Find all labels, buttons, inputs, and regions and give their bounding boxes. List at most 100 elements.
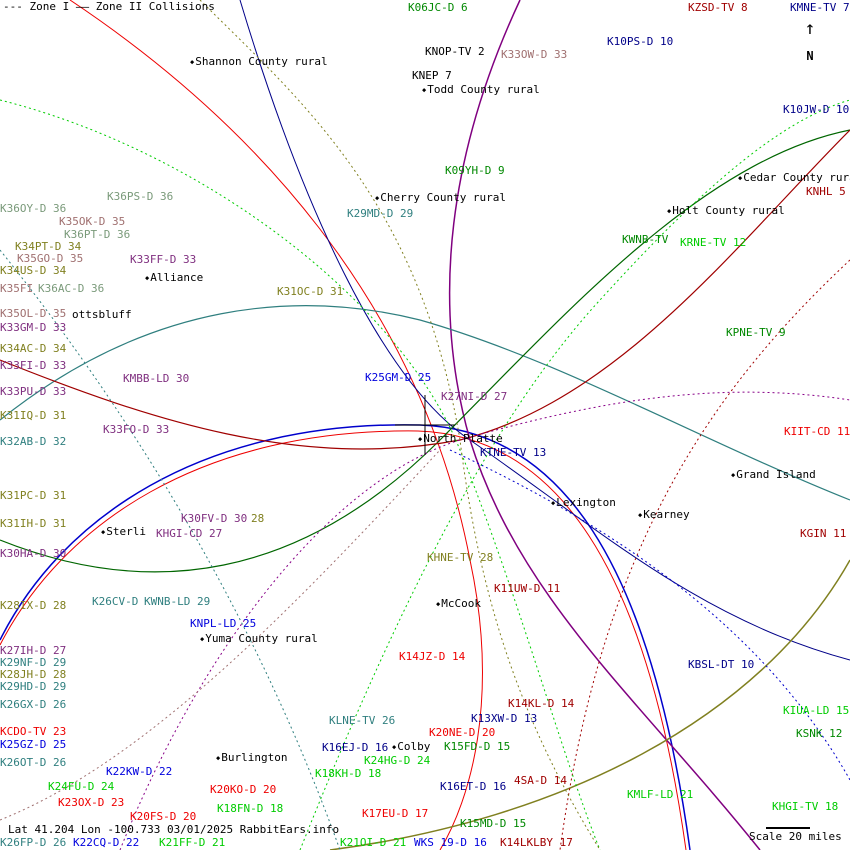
station-label[interactable]: K33GM-D 33 <box>0 321 67 334</box>
station-label[interactable]: KLNE-TV 26 <box>329 714 396 727</box>
station-label[interactable]: KWNB-LD 29 <box>144 595 211 608</box>
station-label[interactable]: KBSL-DT 10 <box>688 658 755 671</box>
city-label: Alliance <box>145 272 203 284</box>
station-label[interactable]: K20KO-D 20 <box>210 783 277 796</box>
station-label[interactable]: K15FD-D 15 <box>444 740 511 753</box>
station-label[interactable]: KSNK 12 <box>796 727 843 740</box>
station-label[interactable]: K10JW-D 10 <box>783 103 850 116</box>
station-label[interactable]: K06JC-D 6 <box>408 1 468 14</box>
station-label[interactable]: K31OC-D 31 <box>277 285 344 298</box>
city-label: Cedar County rural <box>738 172 850 184</box>
station-label[interactable]: KNPL-LD 25 <box>190 617 257 630</box>
station-label[interactable]: KZSD-TV 8 <box>688 1 748 14</box>
station-label[interactable]: K29HD-D 29 <box>0 680 67 693</box>
station-label[interactable]: K34PT-D 34 <box>15 240 82 253</box>
station-label[interactable]: K25GZ-D 25 <box>0 738 67 751</box>
station-label[interactable]: K11UW-D 11 <box>494 582 561 595</box>
station-label[interactable]: K15MD-D 15 <box>460 817 527 830</box>
station-label[interactable]: KMNE-TV 7 <box>790 1 850 14</box>
station-label[interactable]: K29MD-D 29 <box>347 207 414 220</box>
station-label[interactable]: K26GX-D 26 <box>0 698 67 711</box>
station-label[interactable]: KCDO-TV 23 <box>0 725 67 738</box>
station-label[interactable]: K25GM-D 25 <box>365 371 432 384</box>
station-label[interactable]: K10PS-D 10 <box>607 35 674 48</box>
station-label[interactable]: K26FP-D 26 <box>0 836 67 849</box>
station-label[interactable]: KIUA-LD 15 <box>783 704 850 717</box>
station-label[interactable]: K36OY-D 36 <box>0 202 67 215</box>
station-label[interactable]: K36AC-D 36 <box>38 282 105 295</box>
station-label[interactable]: KRNE-TV 12 <box>680 236 747 249</box>
station-label[interactable]: K28IX-D 28 <box>0 599 67 612</box>
station-label[interactable]: K17EU-D 17 <box>362 807 429 820</box>
station-label[interactable]: K24FU-D 24 <box>48 780 115 793</box>
station-label[interactable]: K30HA-D 30 <box>0 547 67 560</box>
station-label[interactable]: K31PC-D 31 <box>0 489 67 502</box>
station-label[interactable]: K26CV-D <box>92 595 139 608</box>
station-label[interactable]: K27IH-D 27 <box>0 644 67 657</box>
station-label[interactable]: K24HG-D 24 <box>364 754 431 767</box>
station-label[interactable]: KNEP 7 <box>412 69 452 82</box>
station-label[interactable]: K35OK-D 35 <box>59 215 126 228</box>
station-label[interactable]: KHNE-TV 28 <box>427 551 494 564</box>
station-label[interactable]: K29NF-D 29 <box>0 656 67 669</box>
station-label[interactable]: KMLF-LD 21 <box>627 788 694 801</box>
station-label[interactable]: K21OI-D 21 <box>340 836 407 849</box>
station-label[interactable]: KHGI-CD 27 <box>156 527 223 540</box>
station-label[interactable]: K31IH-D 31 <box>0 517 67 530</box>
station-label[interactable]: K30FV-D 30 <box>181 512 248 525</box>
station-label[interactable]: K16EJ-D 16 <box>322 741 389 754</box>
station-label[interactable]: K34AC-D 34 <box>0 342 67 355</box>
station-label[interactable]: K23OX-D 23 <box>58 796 125 809</box>
station-label[interactable]: K18KH-D 18 <box>315 767 382 780</box>
station-label[interactable]: KIIT-CD 11 <box>784 425 850 438</box>
station-label[interactable]: K14KL-D 14 <box>508 697 575 710</box>
station-label[interactable]: K18FN-D 18 <box>217 802 284 815</box>
contour-olive-dotted <box>199 0 601 850</box>
station-label[interactable]: K34US-D 34 <box>0 264 67 277</box>
station-label[interactable]: K26OT-D 26 <box>0 756 67 769</box>
station-label[interactable]: KGIN 11 <box>800 527 847 540</box>
station-label[interactable]: K33PU-D 33 <box>0 385 67 398</box>
station-label[interactable]: K28JH-D 28 <box>0 668 67 681</box>
station-label[interactable]: K33OW-D 33 <box>501 48 568 61</box>
contour-rosy-dotted <box>0 449 441 821</box>
station-label[interactable]: KNOP-TV 2 <box>425 45 485 58</box>
station-label[interactable]: K13XW-D 13 <box>471 712 538 725</box>
station-label[interactable]: K14JZ-D 14 <box>399 650 466 663</box>
station-label[interactable]: K21FF-D 21 <box>159 836 226 849</box>
station-label[interactable]: KPNE-TV 9 <box>726 326 786 339</box>
city-label: McCook <box>436 598 481 610</box>
station-label[interactable]: K33FF-D 33 <box>130 253 197 266</box>
station-label[interactable]: KTNE-TV 13 <box>480 446 547 459</box>
station-label[interactable]: KWNB-TV <box>622 233 669 246</box>
station-label[interactable]: K09YH-D 9 <box>445 164 505 177</box>
station-label[interactable]: KNHL 5 <box>806 185 846 198</box>
station-label[interactable]: K33FI-D 33 <box>0 359 67 372</box>
station-label[interactable]: K36PS-D 36 <box>107 190 174 203</box>
station-label[interactable]: K22KW-D 22 <box>106 765 173 778</box>
station-label[interactable]: K36PT-D 36 <box>64 228 131 241</box>
station-label[interactable]: K20NE-D 20 <box>429 726 496 739</box>
station-label[interactable]: K20FS-D 20 <box>130 810 197 823</box>
station-label[interactable]: KMBB-LD 30 <box>123 372 190 385</box>
station-label[interactable]: K14LKLBY 17 <box>500 836 573 849</box>
station-label[interactable]: KHGI-TV 18 <box>772 800 839 813</box>
station-label[interactable]: K27NI-D 27 <box>441 390 508 403</box>
city-label: Burlington <box>216 752 287 764</box>
station-label[interactable]: 28 <box>251 512 265 525</box>
station-label[interactable]: 4SA-D 14 <box>514 774 567 787</box>
station-label[interactable]: K35FI <box>0 282 34 295</box>
city-label: Colby <box>392 741 430 753</box>
contour-green-dotted-2 <box>0 99 601 850</box>
station-label[interactable]: WKS 19-D 16 <box>414 836 487 849</box>
station-label[interactable]: K22CQ-D 22 <box>73 836 140 849</box>
station-label[interactable]: K32AB-D 32 <box>0 435 67 448</box>
station-label[interactable]: K35OL-D 35 <box>0 307 67 320</box>
station-label[interactable]: K31IQ-D 31 <box>0 409 67 422</box>
station-label[interactable]: K33FO-D 33 <box>103 423 170 436</box>
station-label[interactable]: K16ET-D 16 <box>440 780 507 793</box>
station-label[interactable]: K35GO-D 35 <box>17 252 84 265</box>
contour-blue-dotted <box>449 449 850 781</box>
contour-olive <box>329 559 850 850</box>
